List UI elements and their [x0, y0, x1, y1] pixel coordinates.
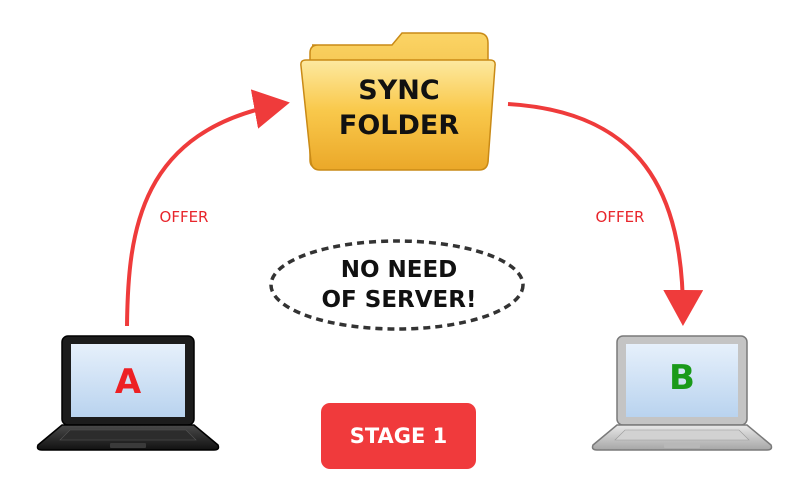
- folder-front-icon: [300, 59, 496, 171]
- sync-folder: SYNC FOLDER: [300, 32, 496, 171]
- laptop-b-keys: [614, 429, 750, 441]
- laptop-a: A: [36, 335, 220, 451]
- offer-label-right: OFFER: [596, 208, 645, 226]
- folder-label-line1: SYNC: [358, 75, 439, 106]
- laptop-b-screen: [626, 344, 738, 417]
- note-dashed-ellipse: [269, 239, 525, 331]
- laptop-b: B: [591, 335, 773, 451]
- offer-arrow-left: [125, 89, 290, 327]
- stage-label: STAGE 1: [349, 424, 448, 448]
- laptop-a-screen: [71, 344, 185, 417]
- laptop-a-keys: [59, 429, 197, 441]
- folder-label-line2: FOLDER: [339, 110, 459, 141]
- laptop-b-letter: B: [669, 358, 695, 398]
- laptop-b-touchpad: [664, 443, 700, 448]
- note-line2: OF SERVER!: [322, 287, 477, 313]
- offer-arrow-right: [507, 102, 704, 326]
- offer-label-left: OFFER: [160, 208, 209, 226]
- laptop-a-letter: A: [115, 362, 142, 402]
- stage-badge: STAGE 1: [321, 403, 476, 469]
- laptop-a-touchpad: [110, 443, 146, 448]
- note-line1: NO NEED: [341, 257, 458, 283]
- no-server-note: NO NEED OF SERVER!: [269, 239, 525, 331]
